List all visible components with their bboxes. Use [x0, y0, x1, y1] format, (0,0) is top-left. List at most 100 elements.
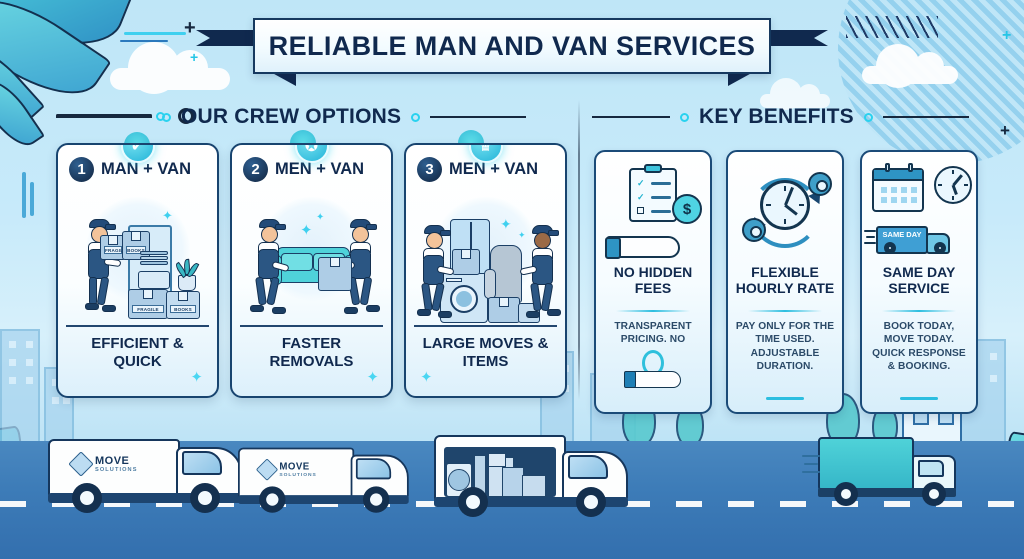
mover-figure [519, 219, 561, 323]
van-logo: MOVE SOLUTIONS [68, 451, 138, 477]
open-hand-icon [624, 371, 681, 388]
wheel [922, 482, 946, 506]
sparkle-icon: ✦ [420, 369, 433, 386]
mover-figure [417, 219, 458, 323]
branded-van-2: MOVE SOLUTIONS [238, 437, 409, 513]
section-header-crew: OUR CREW OPTIONS [56, 104, 527, 130]
benefit-bottom-accent [900, 397, 938, 400]
benefit-title: FLEXIBLE HOURLY RATE [735, 264, 835, 297]
truck-badge-text: SAME DAY [882, 230, 922, 239]
circle-marker-icon [680, 112, 689, 122]
box-label: BOOKS [126, 246, 146, 254]
open-cargo-bay [444, 447, 556, 497]
sparkle-icon: ✦ [162, 208, 173, 223]
open-hand-icon [605, 236, 680, 259]
benefit-card-flexible-hourly-rate[interactable]: FLEXIBLE HOURLY RATE PAY ONLY FOR THE TI… [726, 150, 844, 414]
sparkle-icon: ✦ [300, 222, 313, 239]
moving-box-logo-icon [68, 451, 94, 477]
benefit-divider [748, 310, 822, 312]
moving-box-logo-icon [255, 458, 279, 481]
gear-icon [740, 216, 768, 244]
sparkle-icon: ✦ [518, 230, 526, 240]
section-title-crew: OUR CREW OPTIONS [181, 105, 402, 128]
crew-card-header: 2 MEN + VAN [232, 145, 391, 182]
wheel [458, 487, 488, 517]
crew-card-title: MAN + VAN [101, 160, 191, 178]
crew-option-card-3[interactable]: ♛ 3 MEN + VAN [404, 143, 567, 398]
teal-delivery-truck [802, 423, 968, 506]
clock-icon [760, 180, 810, 230]
crew-number-badge: 1 [69, 157, 94, 182]
tick-decor [30, 182, 34, 216]
dollar-coin-icon: $ [672, 194, 702, 224]
calendar-icon [872, 163, 924, 212]
crew-illustration-1: FRAGILE BOOKS FRAGILE BOOKS [66, 191, 209, 327]
title-banner: RELIABLE MAN AND VAN SERVICES [0, 8, 1024, 86]
benefit-card-no-hidden-fees[interactable]: ✓ ✓ $ NO HIDDEN FEES TRANSPARENT PRICING… [594, 150, 712, 414]
sparkle-icon: ✦ [366, 369, 379, 386]
benefit-description: PAY ONLY FOR THE TIME USED. ADJUSTABLE D… [735, 321, 835, 373]
crew-card-caption: EFFICIENT & QUICK [91, 335, 184, 370]
tick-decor [22, 172, 26, 218]
truck-cab [926, 233, 950, 254]
crew-number-badge: 2 [243, 157, 268, 182]
circle-marker-icon [411, 112, 421, 122]
benefit-description: TRANSPARENT PRICING. NO [614, 321, 692, 346]
benefit-divider [882, 310, 956, 312]
wheel [259, 486, 286, 513]
building [0, 329, 40, 447]
crew-option-card-1[interactable]: ✔ 1 MAN + VAN FR [56, 143, 219, 398]
branded-van-1: MOVE SOLUTIONS [48, 421, 248, 513]
benefit-bottom-accent [766, 397, 804, 400]
clipboard-checklist-coin-on-hand-icon: ✓ ✓ $ [596, 164, 710, 260]
crew-card-header: 3 MEN + VAN [406, 145, 565, 182]
circle-marker-icon [863, 112, 873, 122]
gear-icon [806, 170, 834, 198]
crew-number-badge: 3 [417, 157, 442, 182]
wheel [190, 483, 220, 513]
sparkle-icon: ✦ [316, 212, 325, 223]
rule-right [882, 116, 969, 118]
speed-line-decor [866, 235, 875, 238]
book-stack [140, 261, 168, 265]
box-label: BOOKS [170, 305, 196, 313]
rule-right [430, 116, 527, 118]
plus-decor: + [1000, 121, 1010, 140]
benefit-card-same-day-service[interactable]: SAME DAY SAME DAY SERVICE BOOK TODAY, MO… [860, 150, 978, 414]
wheel [576, 487, 606, 517]
chair-arm [484, 269, 496, 299]
floor-box: FRAGILE [128, 289, 168, 319]
crew-illustration-3: ✦ ✦ [414, 191, 561, 327]
crew-card-title: MEN + VAN [449, 160, 539, 178]
wheel [72, 483, 102, 513]
book-stack [140, 256, 168, 260]
speed-line-decor [802, 470, 820, 473]
mover-figure [80, 219, 124, 323]
benefit-description: BOOK TODAY, MOVE TODAY. QUICK RESPONSE &… [872, 321, 966, 373]
sparkle-icon: ✦ [190, 369, 203, 386]
mover-figure [250, 217, 294, 323]
title-plaque: RELIABLE MAN AND VAN SERVICES [253, 18, 771, 74]
floor-box: BOOKS [166, 291, 200, 319]
rule-left [56, 116, 152, 118]
rule-left [592, 116, 670, 118]
carried-box [452, 249, 480, 275]
benefit-title: NO HIDDEN FEES [613, 264, 693, 297]
mover-figure [337, 217, 382, 323]
box-label: FRAGILE [104, 246, 127, 254]
van-brand-sub: SOLUTIONS [279, 471, 317, 478]
crew-card-title: MEN + VAN [275, 160, 365, 178]
page-title: RELIABLE MAN AND VAN SERVICES [268, 30, 756, 61]
van-brand-sub: SOLUTIONS [95, 466, 138, 473]
speed-line-decor [802, 454, 820, 457]
clock-icon [934, 166, 972, 204]
van-brand-name: MOVE [95, 454, 130, 467]
van-logo: MOVE SOLUTIONS [255, 458, 317, 481]
potted-plant [178, 275, 196, 291]
crew-card-header: 1 MAN + VAN [58, 145, 217, 182]
benefit-divider [616, 310, 690, 312]
wheel [834, 482, 858, 506]
crew-option-card-2[interactable]: ✪ 2 MEN + VAN [230, 143, 393, 398]
speed-line-decor [864, 229, 876, 232]
